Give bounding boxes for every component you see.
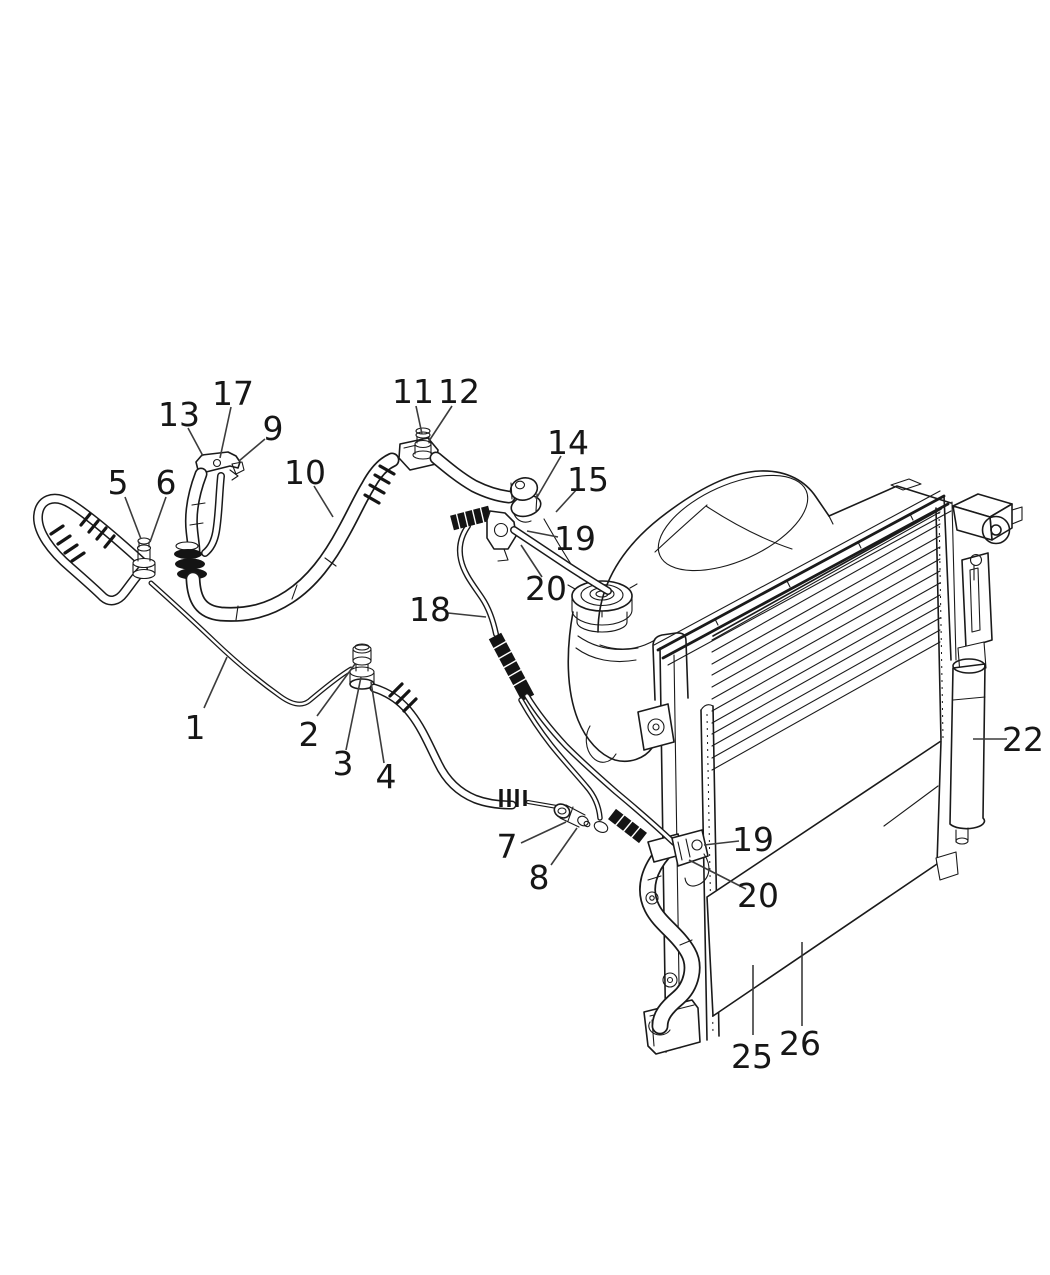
leader-line [688,859,747,890]
callout-number: 22 [1002,720,1044,759]
leader-line [520,544,543,578]
callout-number: 6 [156,463,177,502]
service-valve-11-12 [412,427,434,460]
callout-number: 1 [185,708,206,747]
rail-bracket [637,703,675,751]
callout-22: 22 [973,720,1044,759]
callout-number: 20 [737,876,779,915]
leader-line [550,827,578,866]
leader-line [703,840,740,846]
callout-15: 15 [555,460,609,513]
callout-number: 11 [392,372,434,411]
liquid-line-1 [33,493,591,828]
callout-number: 2 [299,715,320,754]
service-valve-5-6 [132,537,156,580]
callout-number: 12 [438,372,480,411]
receiver-drier [949,658,986,845]
leader-line [370,681,385,764]
callouts: 1 2 3 4 5 6 7 8 [108,372,1045,1076]
callout-number: 10 [284,453,326,492]
leader-line [316,663,356,717]
callout-3: 3 [333,676,362,783]
quick-connect-lower [671,829,710,887]
callout-2: 2 [299,663,356,754]
condenser-tubes [711,508,942,771]
callout-8: 8 [529,827,578,897]
callout-number: 17 [212,374,254,413]
radiator-cap [567,580,638,633]
callout-10: 10 [284,453,334,518]
callout-number: 14 [547,423,589,462]
condenser [700,507,959,1041]
callout-17: 17 [212,374,254,459]
leader-line [345,676,362,751]
coolant-tank [567,580,653,763]
callout-number: 26 [779,1024,821,1063]
leader-line [149,496,167,543]
lower-radiator-hose [639,833,701,1036]
callout-25: 25 [731,965,773,1076]
callout-number: 19 [554,519,596,558]
callout-13: 13 [158,395,204,457]
callout-number: 25 [731,1037,773,1076]
callout-20-upper: 20 [520,544,567,608]
leader-line [520,821,567,844]
leader-line [313,485,334,518]
callout-number: 3 [333,744,354,783]
leader-line [203,656,228,709]
callout-14: 14 [535,423,589,500]
fan-shroud [575,470,830,663]
callout-19-lower: 19 [703,820,774,859]
callout-12: 12 [428,372,480,442]
callout-number: 15 [567,460,609,499]
callout-11: 11 [392,372,434,435]
leader-line [238,438,266,462]
mount-bracket-upper [952,493,1023,545]
leader-line [124,496,142,540]
mount-bracket-mid [957,552,993,675]
callout-20-lower: 20 [688,859,779,915]
callout-7: 7 [497,821,567,866]
callout-18: 18 [409,590,487,629]
callout-number: 18 [409,590,451,629]
ac-line-18 [456,523,677,846]
quick-connect-upper [450,505,612,595]
flange-fitting-14-15 [509,477,542,523]
leader-line [526,530,559,538]
callout-number: 13 [158,395,200,434]
callout-number: 5 [108,463,129,502]
callout-6: 6 [149,463,177,543]
callout-number: 8 [529,858,550,897]
callout-number: 20 [525,569,567,608]
leader-line [535,455,562,500]
callout-26: 26 [779,942,821,1063]
leader-line [447,612,487,618]
callout-4: 4 [370,681,397,796]
end-fitting-7-8 [553,803,591,828]
callout-number: 4 [376,757,397,796]
callout-number: 7 [497,827,518,866]
callout-number: 9 [263,409,284,448]
callout-19-upper: 19 [526,519,596,558]
leader-line [219,406,232,459]
callout-9: 9 [238,409,284,462]
callout-number: 19 [732,820,774,859]
leader-line [415,405,423,435]
leader-line [428,405,453,442]
callout-1: 1 [185,656,228,747]
leader-line [187,427,204,457]
callout-5: 5 [108,463,142,540]
leader-line [555,488,578,513]
